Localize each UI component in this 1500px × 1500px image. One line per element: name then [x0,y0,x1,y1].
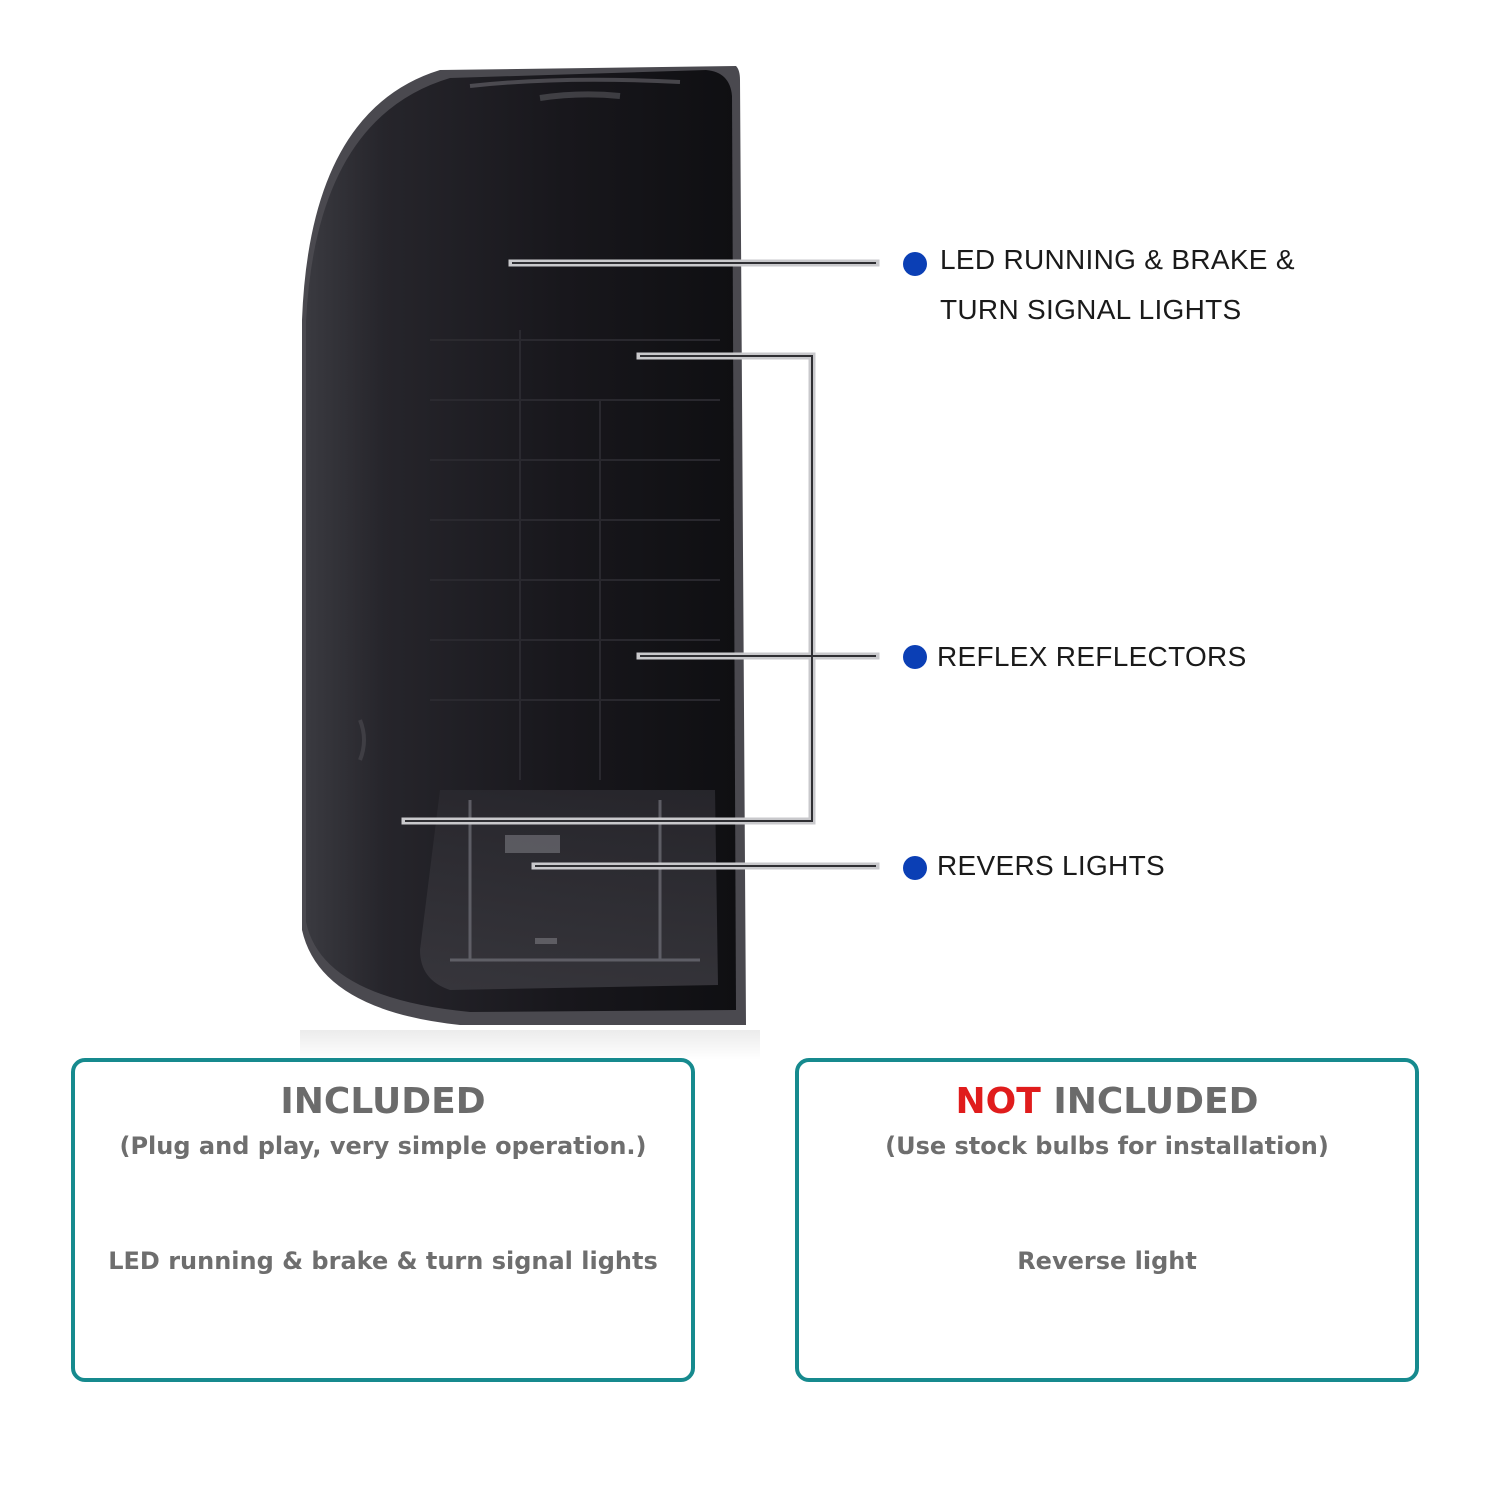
callout-dot-led-icon [903,252,927,276]
callout-led-line-2: TURN SIGNAL LIGHTS [940,294,1242,325]
callout-led-line-1: LED RUNNING & BRAKE & [940,244,1295,275]
callout-reverse-lights: REVERS LIGHTS [937,850,1165,881]
not-included-item: Reverse light [1017,1247,1197,1275]
callout-dot-reverse-icon [903,856,927,880]
callout-led-running-brake-turn: LED RUNNING & BRAKE & TURN SIGNAL LIGHTS [940,235,1295,335]
reverse-light-details [450,800,700,962]
callout-reflex-reflectors: REFLEX REFLECTORS [937,641,1247,672]
tail-lamp-illustration [300,66,880,1060]
not-included-title-highlight: NOT [955,1081,1041,1122]
included-item: LED running & brake & turn signal lights [108,1247,658,1275]
included-subtitle: (Plug and play, very simple operation.) [119,1132,647,1160]
callout-dot-reflex-icon [903,645,927,669]
lamp-top-highlight [469,77,681,88]
reflector-grid [430,330,720,780]
lamp-reflection [300,1030,760,1060]
not-included-subtitle: (Use stock bulbs for installation) [885,1132,1329,1160]
included-title: INCLUDED [280,1081,486,1122]
callout-lines-core [405,262,876,867]
not-included-title-rest: INCLUDED [1053,1081,1259,1122]
not-included-title: NOT INCLUDED [799,1082,1415,1122]
not-included-box: NOT INCLUDED (Use stock bulbs for instal… [795,1058,1419,1382]
reverse-light-section [420,790,718,990]
included-box: INCLUDED (Plug and play, very simple ope… [71,1058,695,1382]
